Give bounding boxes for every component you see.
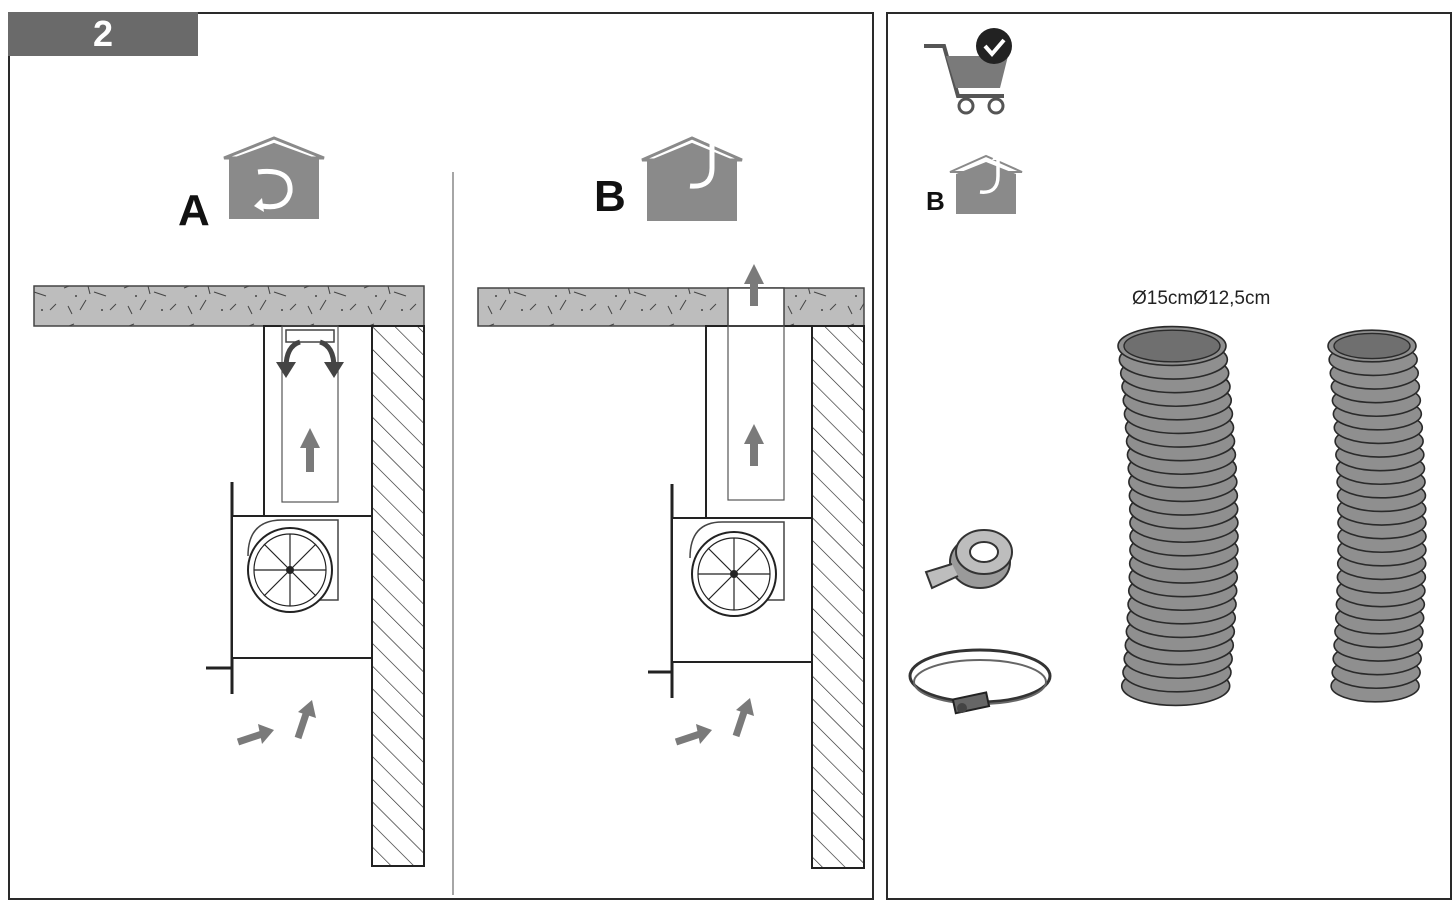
step-badge: 2 (8, 12, 198, 56)
accessories-variant-label: B (926, 186, 945, 216)
flexible-duct-150-icon (1117, 325, 1239, 707)
wall-hatched (811, 325, 865, 869)
adhesive-tape-icon (924, 529, 1013, 590)
variant-a-installation (33, 285, 425, 867)
variant-b-installation (477, 264, 865, 869)
duct (281, 325, 339, 503)
recirculation-house-icon (223, 136, 325, 219)
ceiling-slab (33, 285, 425, 327)
step-number: 2 (92, 13, 114, 54)
duct-opening (1333, 332, 1411, 360)
chimney (263, 325, 373, 517)
duct-opening (1123, 329, 1221, 363)
variant-b-label: B (594, 172, 626, 221)
duct (727, 325, 785, 501)
hose-clamp-icon (908, 648, 1052, 715)
variant-a-label: A (178, 186, 210, 235)
wall-hatched (371, 325, 425, 867)
diameter-label: Ø15cmØ12,5cm (1132, 288, 1271, 309)
flexible-duct-125-icon (1327, 329, 1427, 703)
extraction-house-icon-small (949, 150, 1023, 214)
chimney (705, 325, 813, 519)
ceiling-slab (477, 287, 865, 327)
cart-check-icon (924, 28, 1012, 115)
extraction-house-icon (641, 130, 743, 221)
